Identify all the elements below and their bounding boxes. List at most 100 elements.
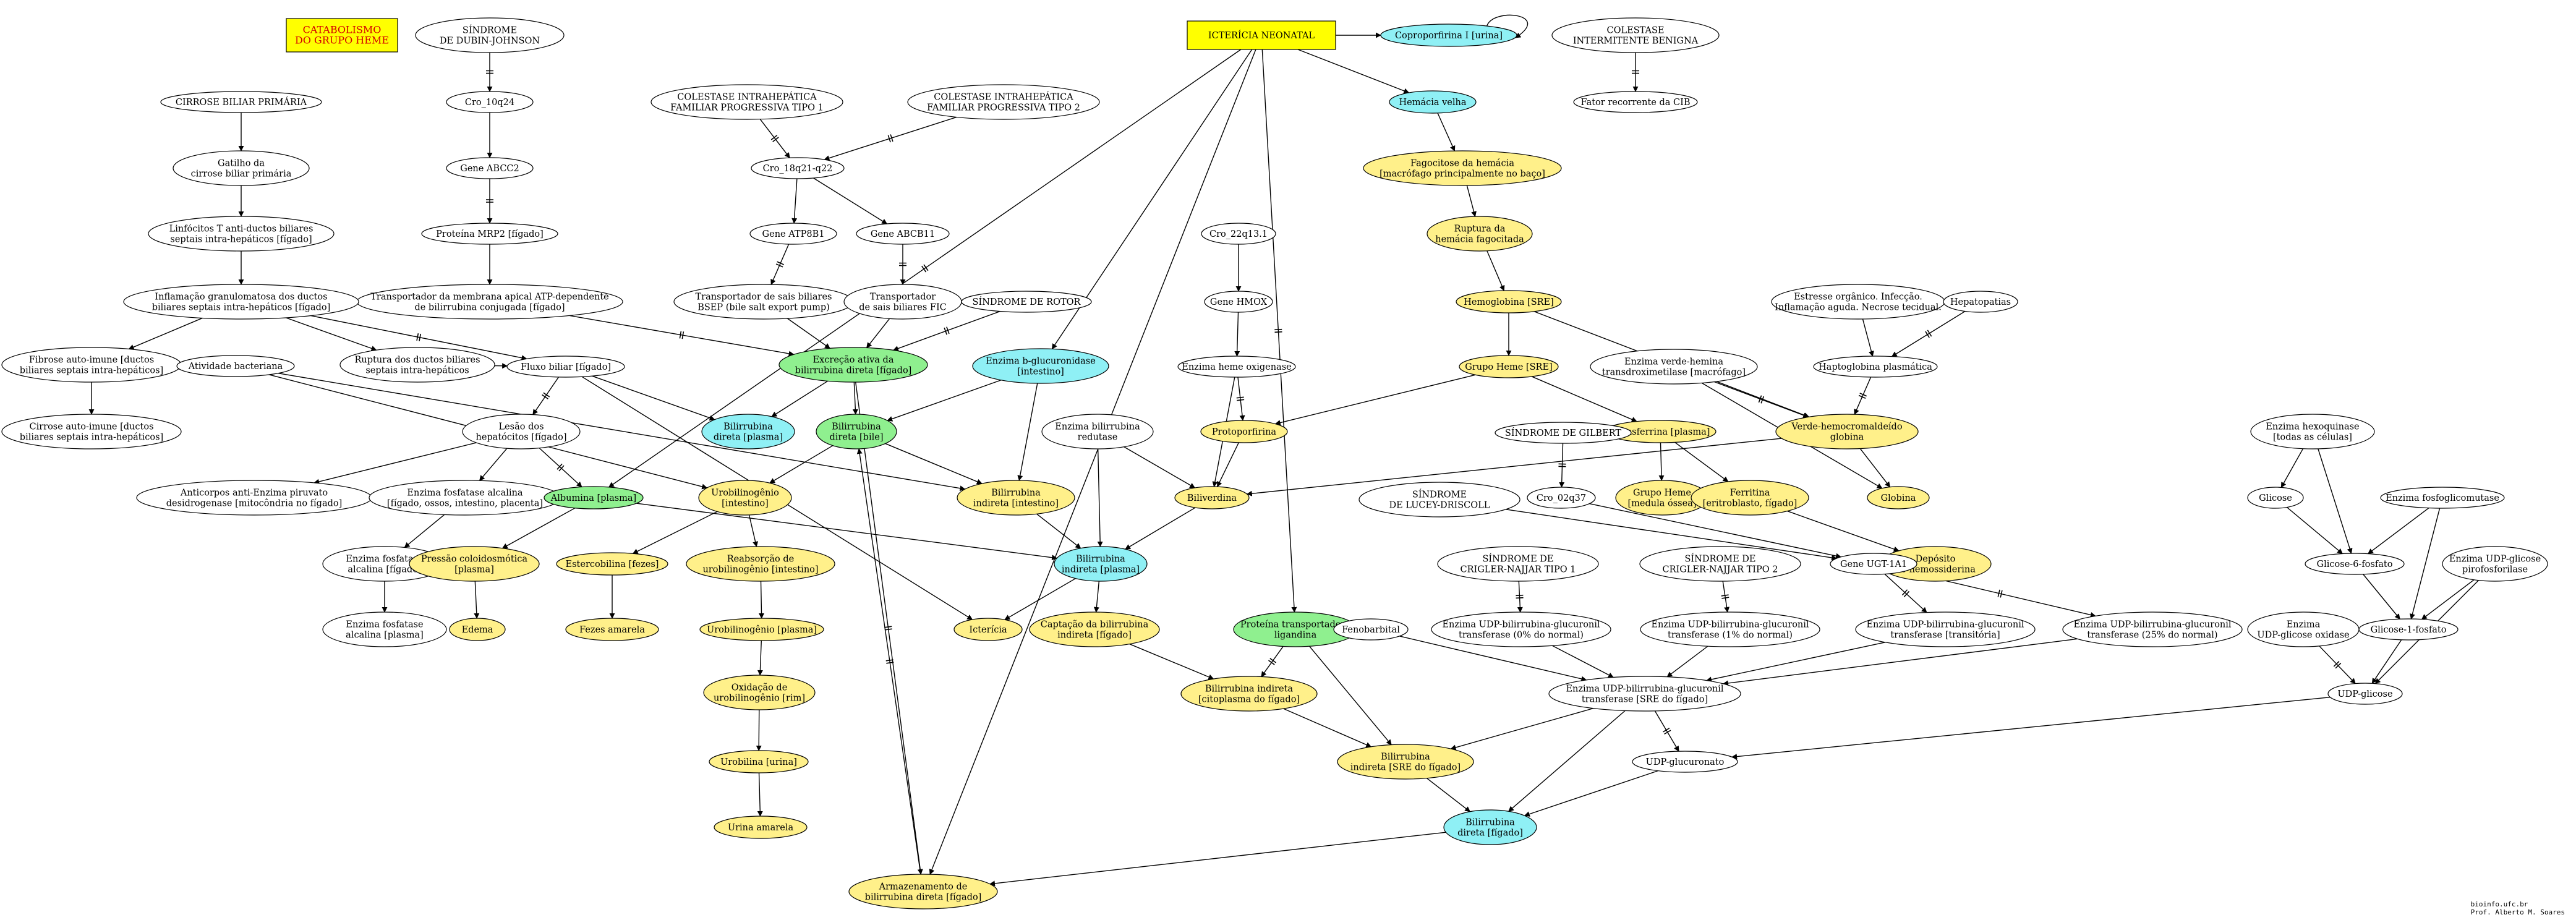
edge-ugt_trans-to-ugt_sre	[1706, 642, 1886, 683]
node-shape	[714, 816, 808, 839]
node-shape	[1180, 676, 1318, 712]
inhibition-mark-atp8b1-to-bsep	[775, 261, 785, 268]
node-label-line: Transferrina [plasma]	[1611, 427, 1710, 437]
node-shape	[123, 284, 359, 320]
node-label-line: Inflamação granulomatosa dos ductos	[155, 292, 327, 302]
node-label-line: Enzima fosfatase	[346, 620, 423, 630]
edge-grupo_heme_sre-to-protoporfirina	[1274, 374, 1476, 426]
node-label-line: redutase	[1078, 433, 1118, 443]
edge-grupo_heme_sre-to-transferrina	[1531, 376, 1637, 422]
edge-excrecao-to-bil_dir_bile	[852, 381, 858, 415]
node-cro18: Cro_18q21-q22	[751, 157, 845, 179]
node-fluxo: Fluxo biliar [fígado]	[506, 356, 625, 378]
inhibition-mark-colestase_benigna-to-fator_cib	[1632, 70, 1639, 74]
node-fosfoglicomutase: Enzima fosfoglicomutase	[2380, 487, 2505, 509]
node-shape	[1548, 676, 1741, 712]
node-shape	[446, 157, 534, 179]
inhibition-mark-abcc2-to-mrp2	[486, 199, 493, 203]
node-label-line: biliares septais intra-hepáticos]	[20, 433, 163, 443]
edge-fagocitose-to-ruptura_hemacia	[1466, 185, 1477, 217]
node-label-line: Hemoglobina [SRE]	[1464, 297, 1554, 307]
edge-coproporfirina-self-loop	[1486, 14, 1528, 38]
node-cro02: Cro_02q37	[1527, 487, 1596, 509]
node-label-line: COLESTASE	[1607, 26, 1665, 36]
node-shape	[1830, 553, 1917, 575]
edge-hexoquinase-to-g6p	[2318, 448, 2353, 554]
node-label-line: hepatócitos [fígado]	[476, 433, 566, 443]
node-label-line: COLESTASE INTRAHEPÁTICA	[934, 92, 1073, 103]
edge-protoporfirina-to-biliverdina	[1217, 442, 1239, 487]
node-shape	[2062, 611, 2243, 647]
node-fenobarbital: Fenobarbital	[1333, 618, 1409, 641]
node-label-line: Lesão dos	[498, 422, 544, 432]
node-label-line: Armazenamento de	[879, 882, 968, 892]
node-label-line: transferase (25% do normal)	[2087, 631, 2217, 641]
node-shape	[751, 157, 845, 179]
node-shape	[1363, 150, 1562, 186]
node-shape	[961, 291, 1092, 313]
node-ugt-25: Enzima UDP-bilirrubina-glucuroniltransfe…	[2062, 611, 2243, 647]
node-label-line: Captação da bilirrubina	[1041, 620, 1149, 630]
node-shape	[1337, 744, 1474, 780]
node-shape	[160, 91, 322, 113]
edge-bgluc-to-bil_ind_int	[1017, 383, 1038, 481]
node-label-line: Cro_22q13.1	[1209, 229, 1268, 239]
edge-udp_oxidase-to-udp_glicose	[2319, 645, 2356, 684]
node-label-line: FAMILIAR PROGRESSIVA TIPO 2	[927, 103, 1080, 113]
node-transferrina: Transferrina [plasma]	[1604, 420, 1717, 443]
edge-verde_hemina-to-verde_hemocro	[1714, 381, 1809, 418]
edge-bil_dir_bile-to-urobilinogenio_int	[769, 445, 834, 483]
inhibition-mark-verde_hemina-to-verde_hemocro	[1758, 395, 1765, 404]
node-label-line: Proteína transportadora	[1240, 620, 1351, 630]
node-label-line: biliares septais intra-hepáticos]	[20, 366, 163, 376]
node-label-line: Enzima UDP-bilirrubina-glucuronil	[2073, 620, 2231, 630]
edge-ictericia_neonatal-to-ligandina	[1261, 49, 1297, 613]
edge-transferrina-to-grupo_heme_medula	[1658, 442, 1665, 481]
edge-ictericia_neonatal-to-hemacia	[1297, 49, 1410, 94]
edge-urobilinogenio_int-to-estercobilina	[632, 511, 718, 554]
node-shape	[421, 223, 558, 245]
node-label-line: Bilirrubina	[832, 422, 881, 432]
edge-ugt1a1-to-ugt_trans	[1884, 573, 1927, 613]
node-label-line: alcalina [fígado]	[348, 565, 421, 575]
edge-albumina-to-pressao	[501, 508, 576, 549]
inhibition-mark-ugt_sre-to-udp_glucuronato	[1663, 728, 1671, 735]
node-udp-glucuronato: UDP-glucuronato	[1632, 751, 1738, 773]
node-shape	[1187, 20, 1336, 50]
edge-bil_dir_bile-to-bil_ind_int	[885, 443, 983, 485]
edge-inflamacao-to-fluxo	[310, 315, 527, 361]
node-label-line: SÍNDROME	[1412, 489, 1467, 500]
node-label-line: alcalina [plasma]	[346, 631, 424, 641]
node-shape	[173, 150, 310, 186]
edge-bgluc-to-bil_dir_bile	[887, 380, 1002, 422]
edge-lesao-to-fosf_figado_ossos	[479, 448, 508, 482]
node-label-line: COLESTASE INTRAHEPÁTICA	[677, 92, 817, 103]
node-label-line: DE DUBIN-JOHNSON	[440, 36, 540, 46]
node-shape	[1174, 486, 1250, 509]
node-label-line: Glicose-6-fosfato	[2317, 560, 2393, 569]
edge-bil_ind_cito-to-bil_ind_sre	[1283, 708, 1372, 748]
node-label-line: Glicose-1-fosfato	[2371, 625, 2447, 635]
node-label-line: Globina	[1881, 493, 1916, 503]
edge-glicose-to-g6p	[2287, 506, 2343, 555]
node-label-line: Fator recorrente da CIB	[1581, 98, 1691, 108]
node-shape	[709, 750, 809, 773]
node-label-line: pirofosforilase	[2462, 565, 2528, 575]
node-label-line: de hemossiderina	[1895, 565, 1976, 575]
node-label-line: indireta [plasma]	[1062, 565, 1140, 575]
node-label-line: indireta [fígado]	[1057, 631, 1132, 641]
node-label-line: Bilirrubina	[1465, 818, 1515, 828]
edge-atp8b1-to-bsep	[770, 244, 790, 285]
node-fosf-figado-ossos: Enzima fosfatase alcalina[fígado, ossos,…	[369, 480, 561, 516]
node-label-line: cirrose biliar primária	[191, 169, 292, 179]
inhibition-mark-hepatopatias-to-haptoglobina	[1925, 330, 1932, 338]
node-inflamacao: Inflamação granulomatosa dos ductosbilia…	[123, 284, 359, 320]
edge-g6p-to-g1p	[2363, 574, 2400, 620]
node-shape	[556, 552, 668, 576]
